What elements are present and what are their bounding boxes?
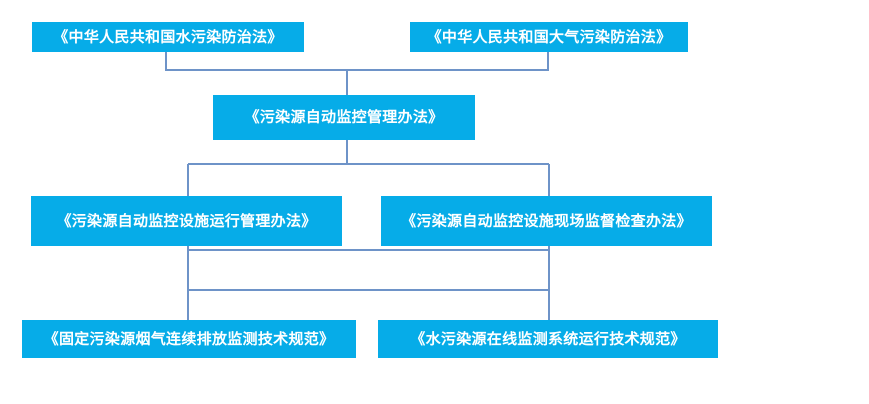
node-water-pollution-law[interactable]: 《中华人民共和国水污染防治法》 <box>32 22 304 52</box>
node-label-auto-monitoring-management: 《污染源自动监控管理办法》 <box>244 108 444 126</box>
node-facility-onsite-inspection[interactable]: 《污染源自动监控设施现场监督检查办法》 <box>381 196 712 246</box>
node-label-water-pollution-law: 《中华人民共和国水污染防治法》 <box>53 27 283 46</box>
node-label-stationary-source-cems: 《固定污染源烟气连续排放监测技术规范》 <box>43 329 335 348</box>
node-label-facility-onsite-inspection: 《污染源自动监控设施现场监督检查办法》 <box>401 211 692 230</box>
node-facility-operation-management[interactable]: 《污染源自动监控设施运行管理办法》 <box>31 196 342 246</box>
node-water-online-monitoring[interactable]: 《水污染源在线监测系统运行技术规范》 <box>378 320 718 358</box>
node-label-water-online-monitoring: 《水污染源在线监测系统运行技术规范》 <box>410 329 686 348</box>
node-air-pollution-law[interactable]: 《中华人民共和国大气污染防治法》 <box>410 22 688 52</box>
node-auto-monitoring-management[interactable]: 《污染源自动监控管理办法》 <box>213 95 475 140</box>
node-label-air-pollution-law: 《中华人民共和国大气污染防治法》 <box>426 27 672 46</box>
node-stationary-source-cems[interactable]: 《固定污染源烟气连续排放监测技术规范》 <box>22 320 356 358</box>
node-label-facility-operation-management: 《污染源自动监控设施运行管理办法》 <box>56 211 317 230</box>
